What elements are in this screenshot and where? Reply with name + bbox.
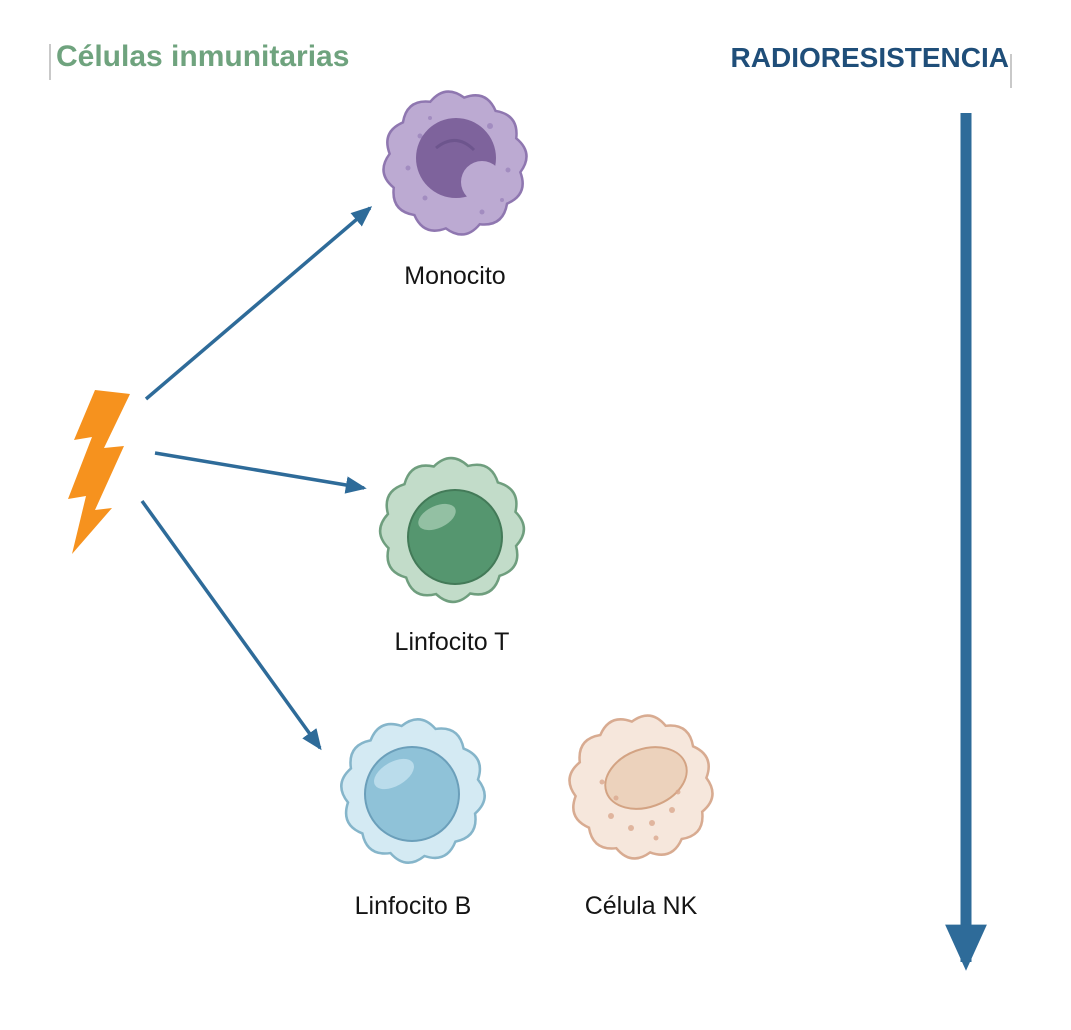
linfocito-t-illustration: [367, 445, 537, 615]
linfocito-t-nucleus: [407, 489, 503, 585]
celula-nk-label: Célula NK: [584, 892, 698, 920]
arrow-to-linfocito-t: [154, 451, 367, 494]
text-caret-artifact-left: [49, 44, 51, 80]
arrow-to-monocito: [144, 206, 373, 401]
radioresistance-title: RADIORESISTENCIA: [730, 42, 1009, 73]
linfocito-b-label: Linfocito B: [354, 892, 472, 920]
celula-nk-nucleus: [604, 746, 688, 810]
text-caret-artifact-right: [1010, 54, 1012, 88]
celula-nk-illustration: [556, 702, 726, 872]
arrow-to-linfocito-b: [140, 499, 322, 751]
monocito-illustration: [374, 82, 536, 244]
linfocito-b-illustration: [330, 708, 496, 874]
immune-cells-title: Células inmunitarias: [56, 40, 350, 73]
lightning-bolt-icon: [68, 390, 130, 554]
linfocito-b-nucleus: [364, 746, 460, 842]
monocito-label: Monocito: [404, 262, 506, 290]
linfocito-t-label: Linfocito T: [394, 628, 510, 656]
